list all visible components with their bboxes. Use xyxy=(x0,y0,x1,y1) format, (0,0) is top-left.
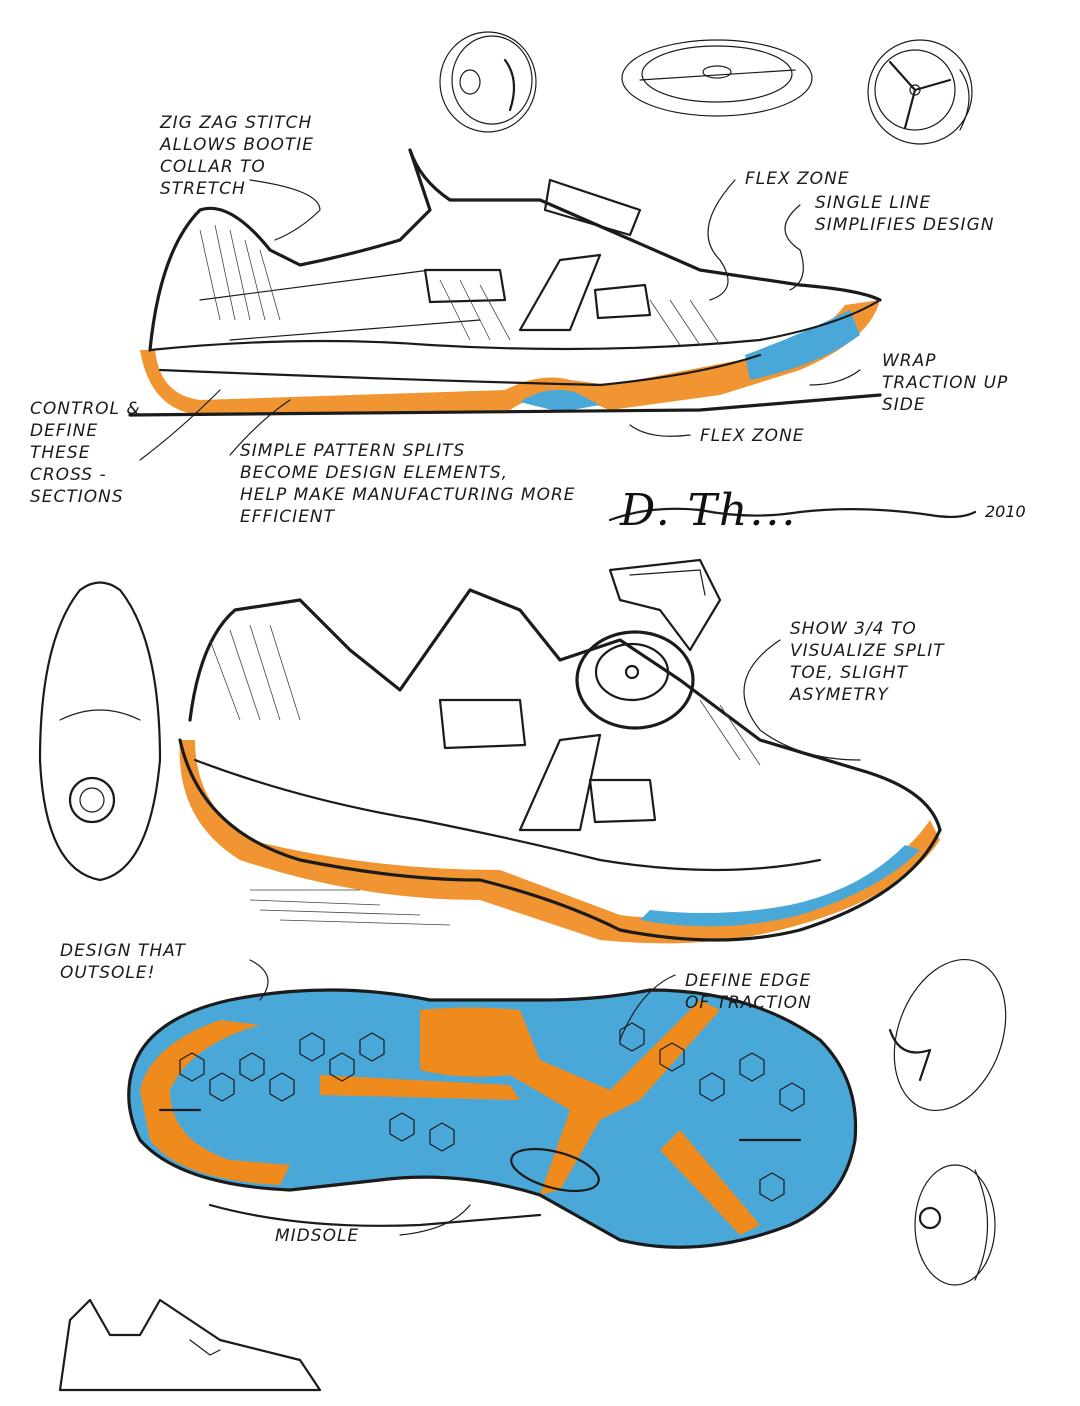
note-flex-zone-bottom: FLEX ZONE xyxy=(700,426,805,446)
side-dial-sketch-2 xyxy=(914,1164,996,1286)
sole-outline-top xyxy=(38,581,162,882)
note-simple-pattern: SIMPLE PATTERN SPLITS BECOME DESIGN ELEM… xyxy=(240,441,576,527)
outsole-bottom-view xyxy=(127,988,858,1249)
note-control-define: CONTROL & DEFINE THESE CROSS - SECTIONS xyxy=(30,399,141,507)
note-define-edge: DEFINE EDGE OF TRACTION xyxy=(685,971,812,1013)
side-dial-sketch-1 xyxy=(888,958,1007,1112)
shoe-side-view xyxy=(128,148,882,417)
note-midsole: MIDSOLE xyxy=(275,1226,360,1246)
signature-year: 2010 xyxy=(985,502,1026,521)
shoe-three-quarter-view xyxy=(178,588,942,944)
note-show-three-quarter: SHOW 3/4 TO VISUALIZE SPLIT TOE, SLIGHT … xyxy=(790,619,945,705)
designer-signature: D. Th... xyxy=(620,485,798,536)
note-design-outsole: DESIGN THAT OUTSOLE! xyxy=(60,941,186,983)
thumbnail-shoe xyxy=(58,1298,322,1392)
note-single-line: SINGLE LINE SIMPLIFIES DESIGN xyxy=(815,193,995,235)
dial-sketch-1 xyxy=(439,31,537,133)
dial-sketch-3 xyxy=(867,39,973,145)
note-zigzag-stitch: ZIG ZAG STITCH ALLOWS BOOTIE COLLAR TO S… xyxy=(160,113,314,199)
dial-sketch-2 xyxy=(621,39,813,117)
note-flex-zone-top: FLEX ZONE xyxy=(745,169,850,189)
signature-stroke xyxy=(608,507,977,522)
cleat-sketch xyxy=(608,558,722,652)
note-wrap-traction: WRAP TRACTION UP SIDE xyxy=(882,351,1009,415)
leader-lines xyxy=(139,179,861,1236)
